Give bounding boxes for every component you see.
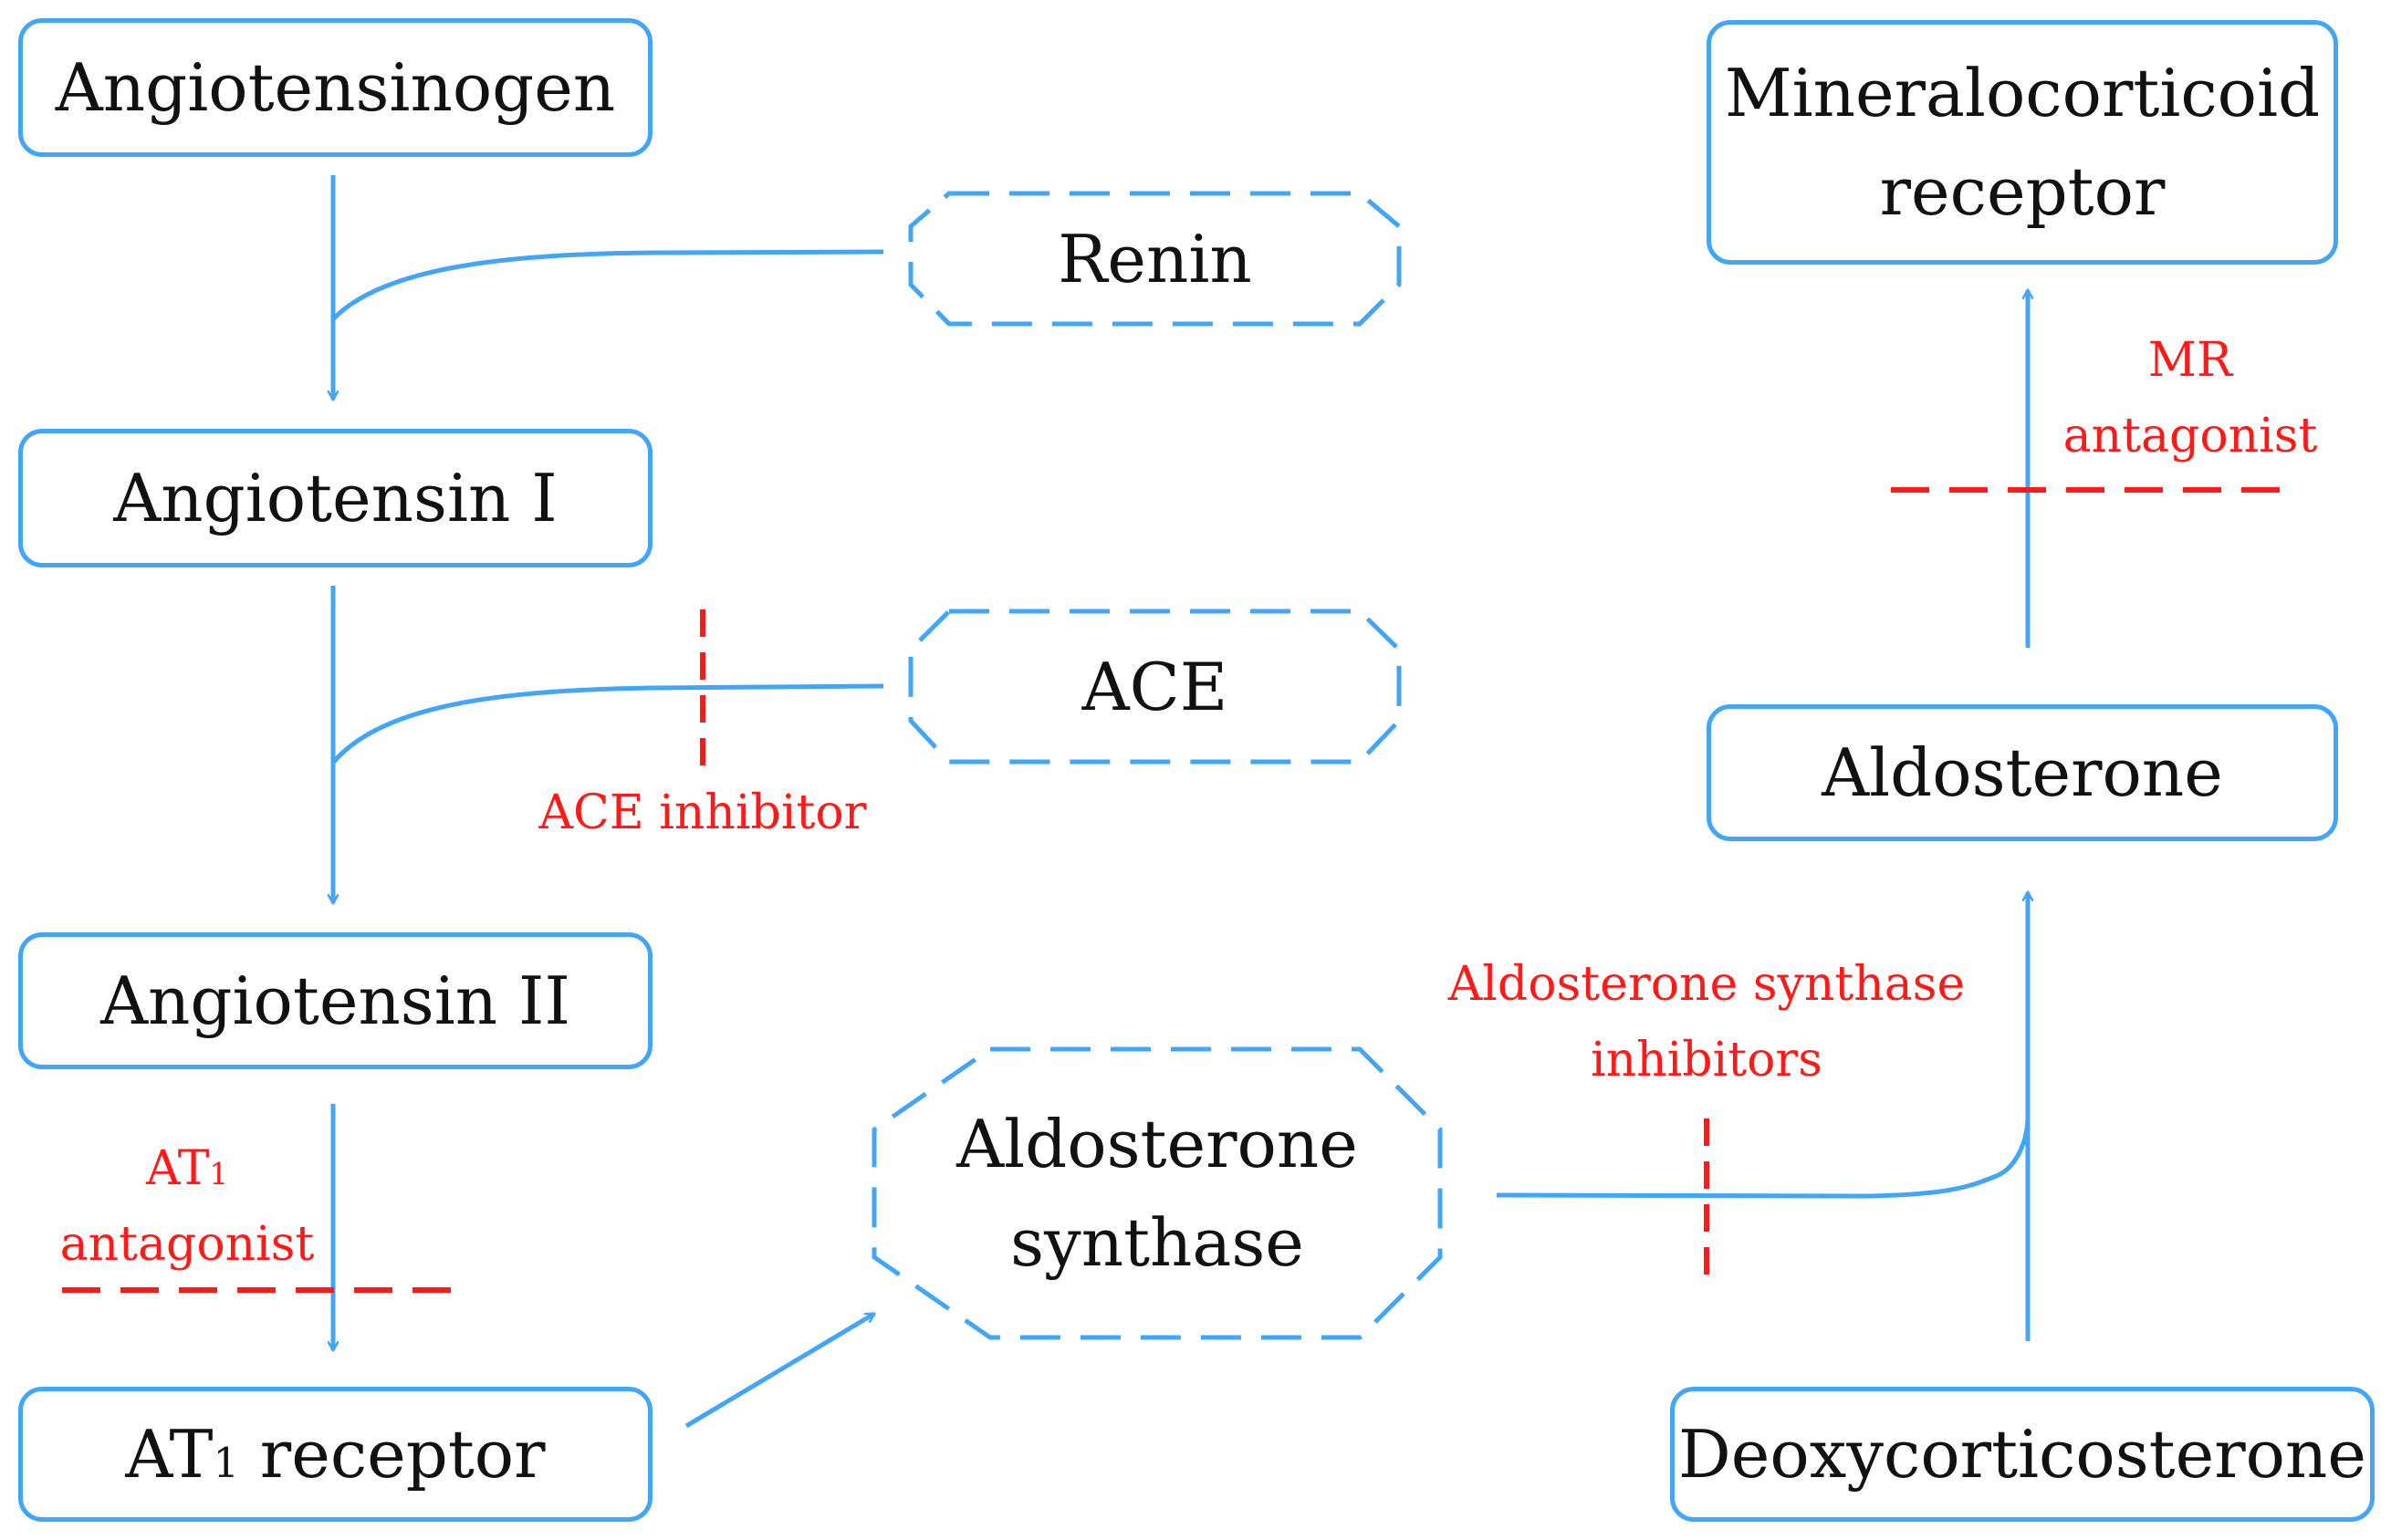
aldosterone-synthase-inhibitors-label-line1: Aldosterone synthase	[1447, 957, 1966, 1012]
at1-antagonist-label-line1: AT1	[146, 1141, 228, 1196]
at1-antagonist-label: AT1 antagonist	[37, 1131, 338, 1283]
ace-label: ACE	[1081, 648, 1228, 725]
renin-action-curve	[331, 249, 884, 321]
at1-receptor-label: AT1 receptor	[125, 1416, 546, 1493]
angiotensin-i-node: Angiotensin I	[18, 429, 653, 567]
angiotensinogen-node: Angiotensinogen	[18, 18, 653, 157]
mineralocorticoid-receptor-node: Mineralocorticoid receptor	[1707, 20, 2338, 265]
aldosterone-synthase-action-curve	[1496, 1116, 2031, 1199]
angiotensinogen-label: Angiotensinogen	[55, 49, 616, 126]
at1-receptor-node: AT1 receptor	[18, 1387, 653, 1522]
mineralocorticoid-receptor-label-line1: Mineralocorticoid	[1724, 55, 2321, 131]
aldosterone-synthase-label-line1: Aldosterone	[956, 1106, 1358, 1182]
renin-enzyme-shape	[908, 191, 1402, 327]
at1-antagonist-label-line2: antagonist	[59, 1217, 315, 1273]
ace-inhibitor-label: ACE inhibitor	[538, 786, 867, 840]
aldosterone-synthase-inhibitors-label-line2: inhibitors	[1591, 1033, 1822, 1088]
angiotensin-ii-label: Angiotensin II	[100, 962, 570, 1039]
renin-label: Renin	[1058, 220, 1252, 297]
angiotensin-i-label: Angiotensin I	[113, 460, 558, 536]
aldosterone-node: Aldosterone	[1707, 704, 2338, 841]
aldosterone-synthase-node: Aldosterone synthase	[874, 1049, 1440, 1337]
mr-antagonist-label-line1: MR	[2147, 333, 2233, 388]
ace-action-curve	[331, 683, 884, 765]
ace-node: ACE	[911, 611, 1399, 762]
deoxycorticosterone-label: Deoxycorticosterone	[1678, 1416, 2366, 1493]
mr-antagonist-label: MR antagonist	[2044, 323, 2336, 474]
deoxycorticosterone-node: Deoxycorticosterone	[1670, 1387, 2375, 1522]
aldosterone-synthase-inhibitors-label: Aldosterone synthase inhibitors	[1405, 947, 2008, 1098]
aldosterone-label: Aldosterone	[1822, 734, 2223, 811]
mr-antagonist-label-line2: antagonist	[2062, 409, 2318, 464]
mineralocorticoid-receptor-label-line2: receptor	[1879, 153, 2166, 230]
aldosterone-synthase-label-line2: synthase	[1010, 1204, 1304, 1281]
renin-node: Renin	[911, 193, 1399, 324]
aldosterone-synthase-enzyme-shape	[872, 1046, 1443, 1340]
ace-enzyme-shape	[908, 609, 1402, 765]
angiotensin-ii-node: Angiotensin II	[18, 932, 653, 1069]
arrow-at1-receptor-to-aldosterone-synthase	[684, 1311, 874, 1429]
